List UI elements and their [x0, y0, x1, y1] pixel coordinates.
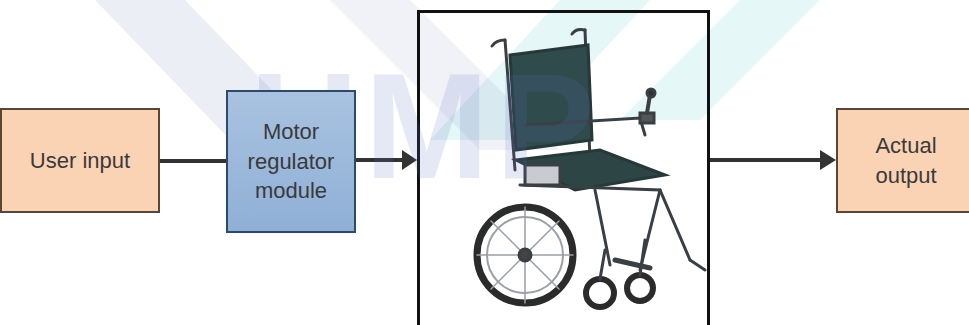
output-box: Actual output	[836, 108, 969, 213]
node-label: User input	[30, 146, 130, 176]
node-label: Actual output	[852, 131, 960, 190]
connector-line	[160, 159, 226, 163]
node-label: Motor regulator module	[242, 117, 340, 206]
arrow-line	[710, 158, 822, 162]
connector	[160, 161, 226, 162]
watermark-stripe	[620, 0, 820, 120]
arrowhead	[820, 150, 836, 170]
process-box: Motor regulator module	[226, 90, 356, 233]
input-box: User input	[0, 108, 160, 213]
